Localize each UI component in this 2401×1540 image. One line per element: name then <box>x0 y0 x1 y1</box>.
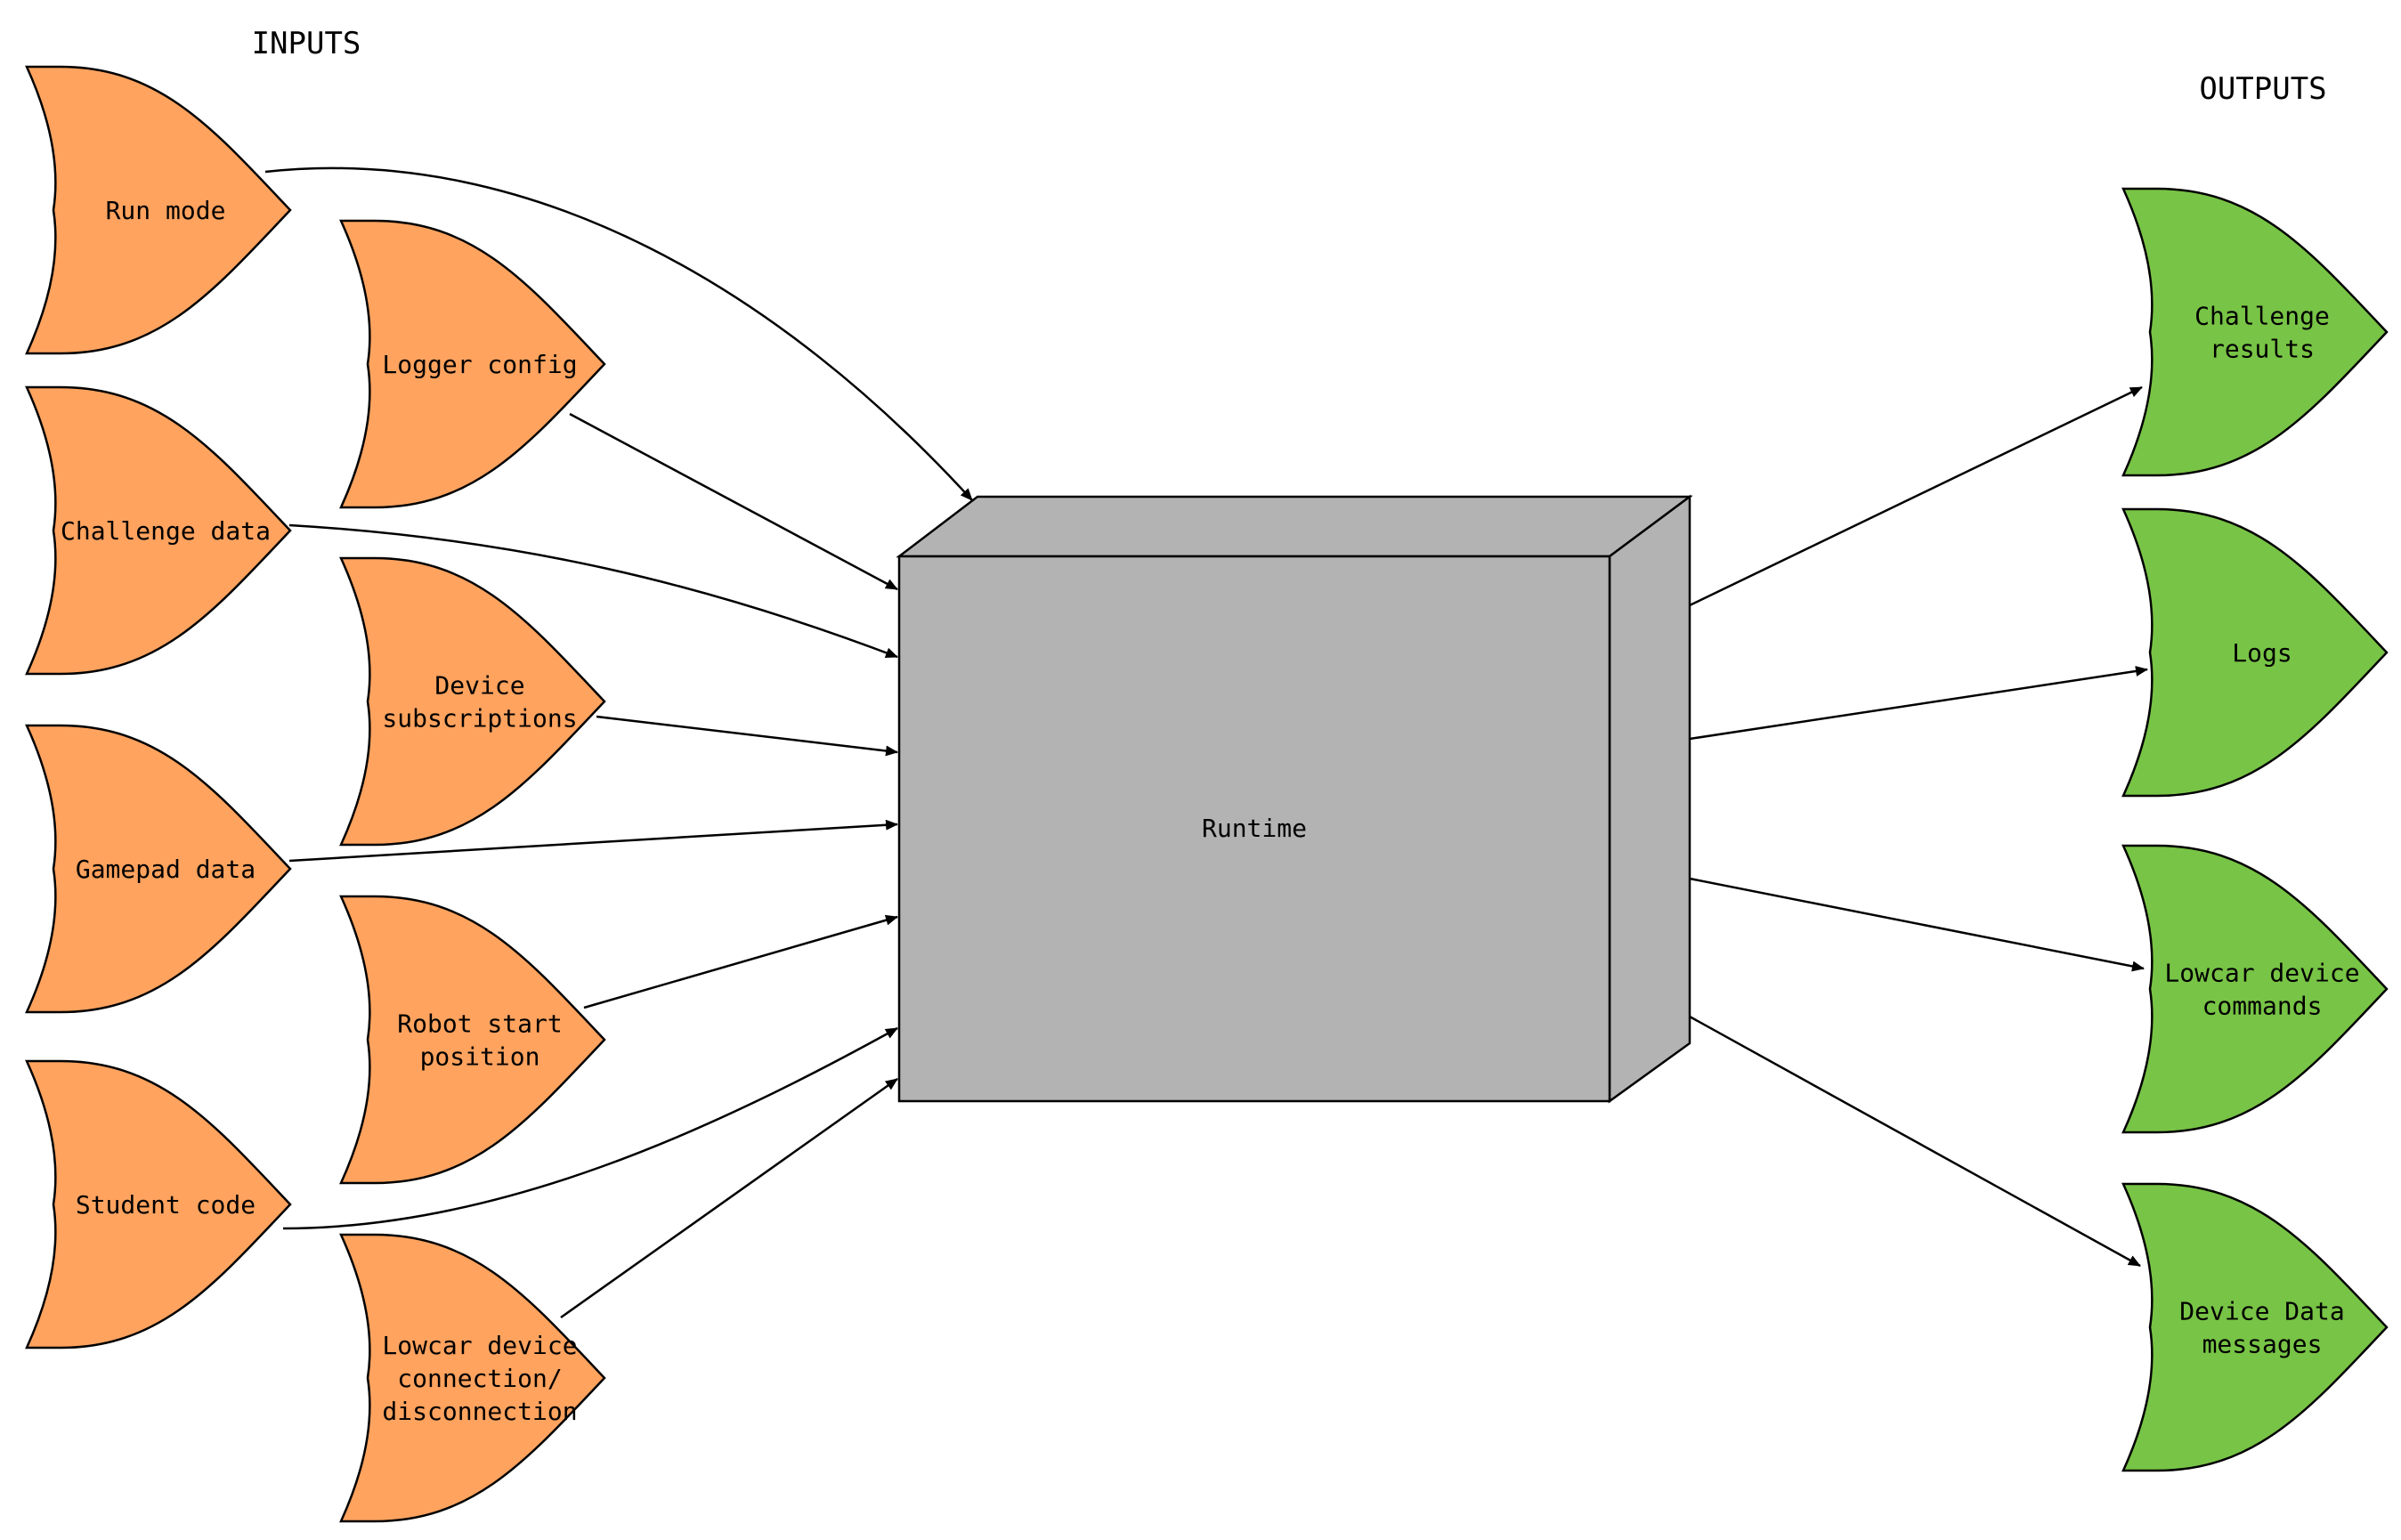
edge-gamepad-data <box>288 819 898 863</box>
output-label-line: Device Data <box>2179 1297 2344 1326</box>
input-label-line: connection/ <box>397 1364 562 1393</box>
output-node-challenge-results: Challenge results <box>2121 187 2389 477</box>
input-shape <box>339 1233 606 1523</box>
runtime-box: Runtime <box>896 494 1693 1104</box>
input-shape <box>25 724 292 1014</box>
runtime-label: Runtime <box>1202 814 1307 843</box>
input-shape <box>339 895 606 1185</box>
runtime-box-front <box>897 555 1611 1103</box>
input-node-lowcar-device-connection: Lowcar device connection/disconnection <box>339 1233 606 1523</box>
edge-challenge-data <box>288 523 898 659</box>
input-label-line: position <box>420 1042 540 1072</box>
input-label-line: disconnection <box>382 1397 577 1426</box>
output-shape <box>2121 187 2389 477</box>
output-label-line: Logs <box>2232 638 2291 668</box>
input-node-challenge-data: Challenge data <box>25 385 292 676</box>
input-node-logger-config: Logger config <box>339 219 606 509</box>
output-label-line: commands <box>2202 992 2323 1021</box>
edge-run-mode <box>264 166 973 501</box>
input-shape <box>339 556 606 847</box>
output-shape <box>2121 1182 2389 1472</box>
input-shape <box>339 219 606 509</box>
input-label-line: subscriptions <box>382 704 577 734</box>
output-label-line: Lowcar device <box>2164 959 2359 988</box>
input-label-line: Device <box>434 671 524 701</box>
edge-logger-config <box>569 412 898 591</box>
edge-device-subscriptions <box>596 715 898 757</box>
input-label-line: Run mode <box>106 196 226 225</box>
input-shape <box>25 385 292 676</box>
output-shape <box>2121 507 2389 798</box>
output-node-device-data-messages: Device Data messages <box>2121 1182 2389 1472</box>
input-label-line: Logger config <box>382 350 577 379</box>
output-node-logs: Logs <box>2121 507 2389 798</box>
input-node-gamepad-data: Gamepad data <box>25 724 292 1014</box>
edge-logs <box>1689 666 2148 741</box>
input-shape <box>25 65 292 355</box>
input-shape <box>25 1059 292 1350</box>
edges <box>264 166 2148 1319</box>
input-label-line: Challenge data <box>61 516 271 546</box>
input-label-line: Robot start <box>397 1009 562 1039</box>
output-label-line: messages <box>2202 1330 2323 1359</box>
runtime-box-side <box>1608 494 1691 1104</box>
input-label-line: Lowcar device <box>382 1331 577 1360</box>
input-node-run-mode: Run mode <box>25 65 292 355</box>
edge-device-data-messages <box>1689 1015 2141 1268</box>
input-node-student-code: Student code <box>25 1059 292 1350</box>
outputs-heading: OUTPUTS <box>2199 71 2326 107</box>
edge-lowcar-device-connection <box>560 1077 898 1319</box>
edge-robot-start-position <box>583 914 898 1009</box>
edge-student-code <box>282 1026 898 1230</box>
output-label-line: Challenge <box>2194 302 2330 331</box>
runtime-box-top <box>896 495 1693 558</box>
inputs-heading: INPUTS <box>252 26 361 61</box>
output-shape <box>2121 844 2389 1134</box>
output-node-lowcar-device-commands: Lowcar device commands <box>2121 844 2389 1134</box>
edge-challenge-results <box>1689 385 2143 607</box>
edge-lowcar-device-commands <box>1689 877 2145 972</box>
output-label-line: results <box>2210 335 2315 364</box>
input-label-line: Gamepad data <box>76 855 256 884</box>
input-label-line: Student code <box>76 1190 256 1220</box>
